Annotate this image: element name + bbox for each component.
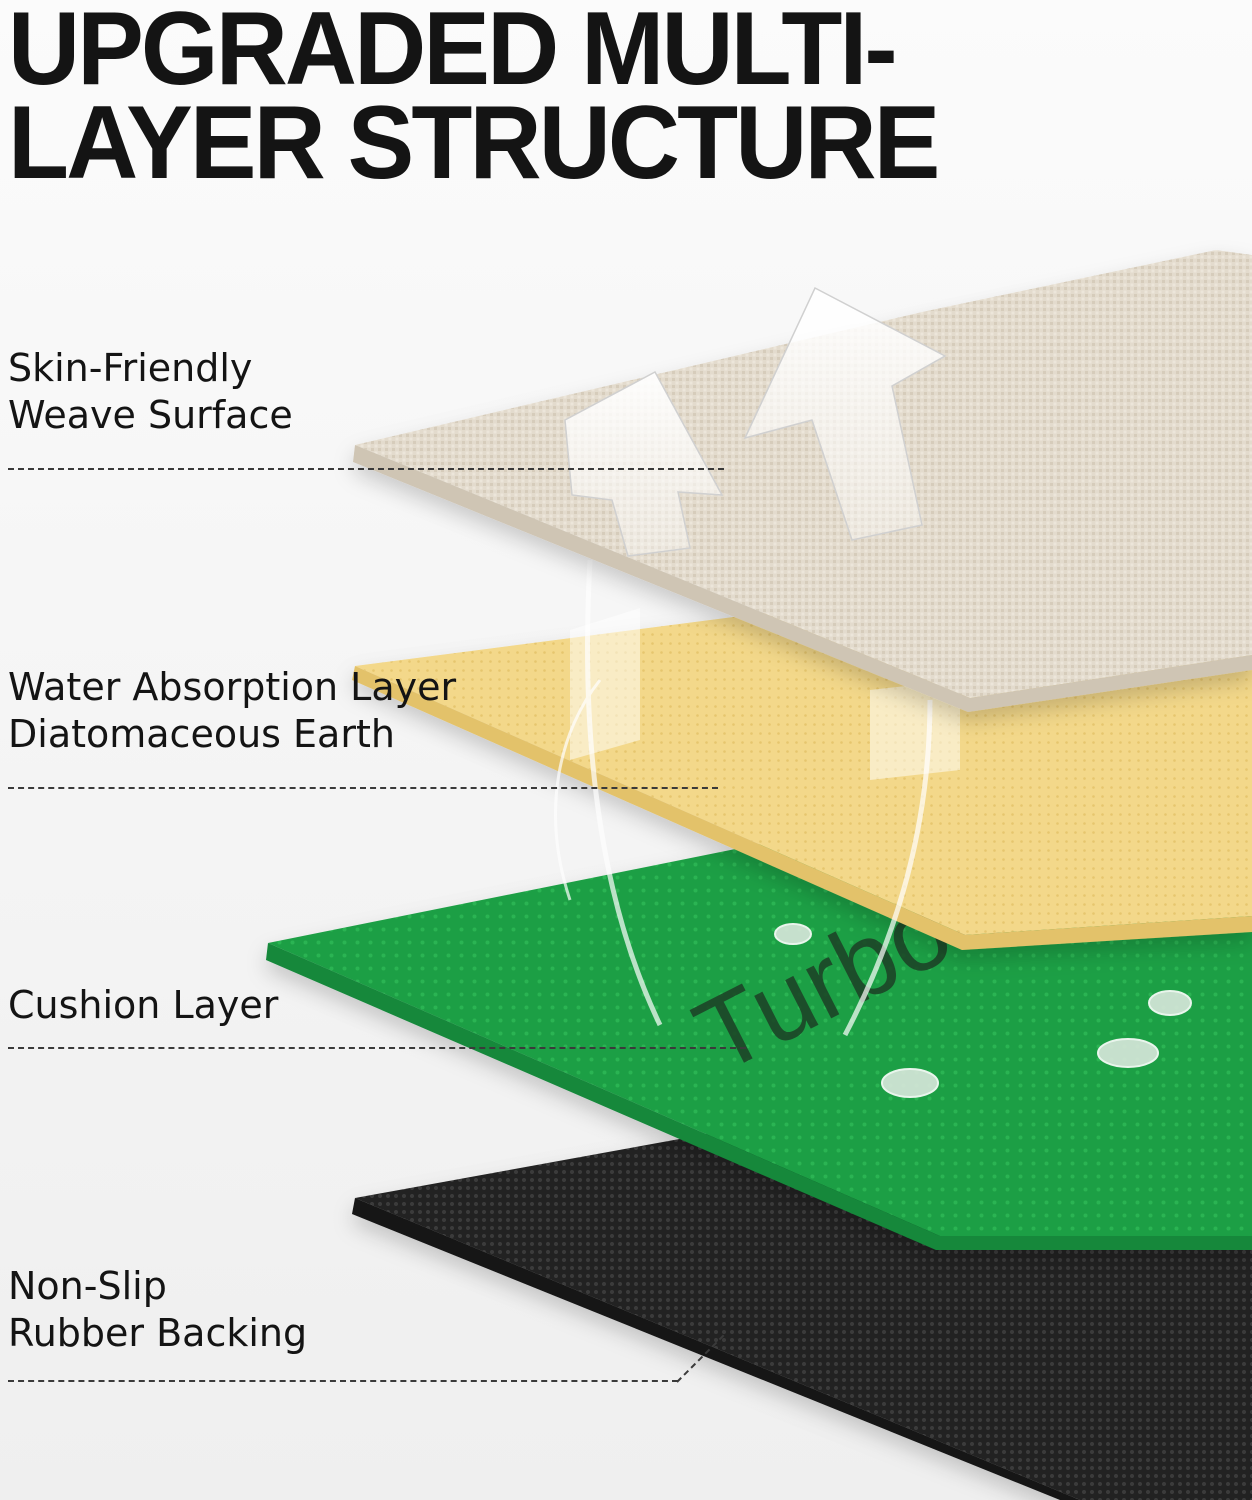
title-line-1: UPGRADED MULTI- bbox=[8, 0, 898, 107]
breathable-arrows-icon bbox=[564, 286, 947, 557]
title-line-2: LAYER STRUCTURE bbox=[8, 85, 940, 201]
label-weave-surface: Skin-Friendly Weave Surface bbox=[8, 346, 293, 437]
guide-line-rubber-leader bbox=[676, 1333, 726, 1383]
guide-line-absorption bbox=[8, 787, 718, 789]
label-cushion: Cushion Layer bbox=[8, 983, 279, 1027]
weave-surface-layer bbox=[353, 250, 1252, 712]
guide-line-cushion bbox=[8, 1047, 746, 1049]
label-water-absorption: Water Absorption Layer Diatomaceous Eart… bbox=[8, 665, 457, 756]
guide-line-rubber bbox=[8, 1380, 678, 1382]
page-title: UPGRADED MULTI- LAYER STRUCTURE bbox=[8, 0, 940, 201]
water-droplets-icon bbox=[774, 923, 1192, 1098]
label-rubber-backing: Non-Slip Rubber Backing bbox=[8, 1264, 308, 1355]
guide-line-weave bbox=[8, 468, 724, 470]
